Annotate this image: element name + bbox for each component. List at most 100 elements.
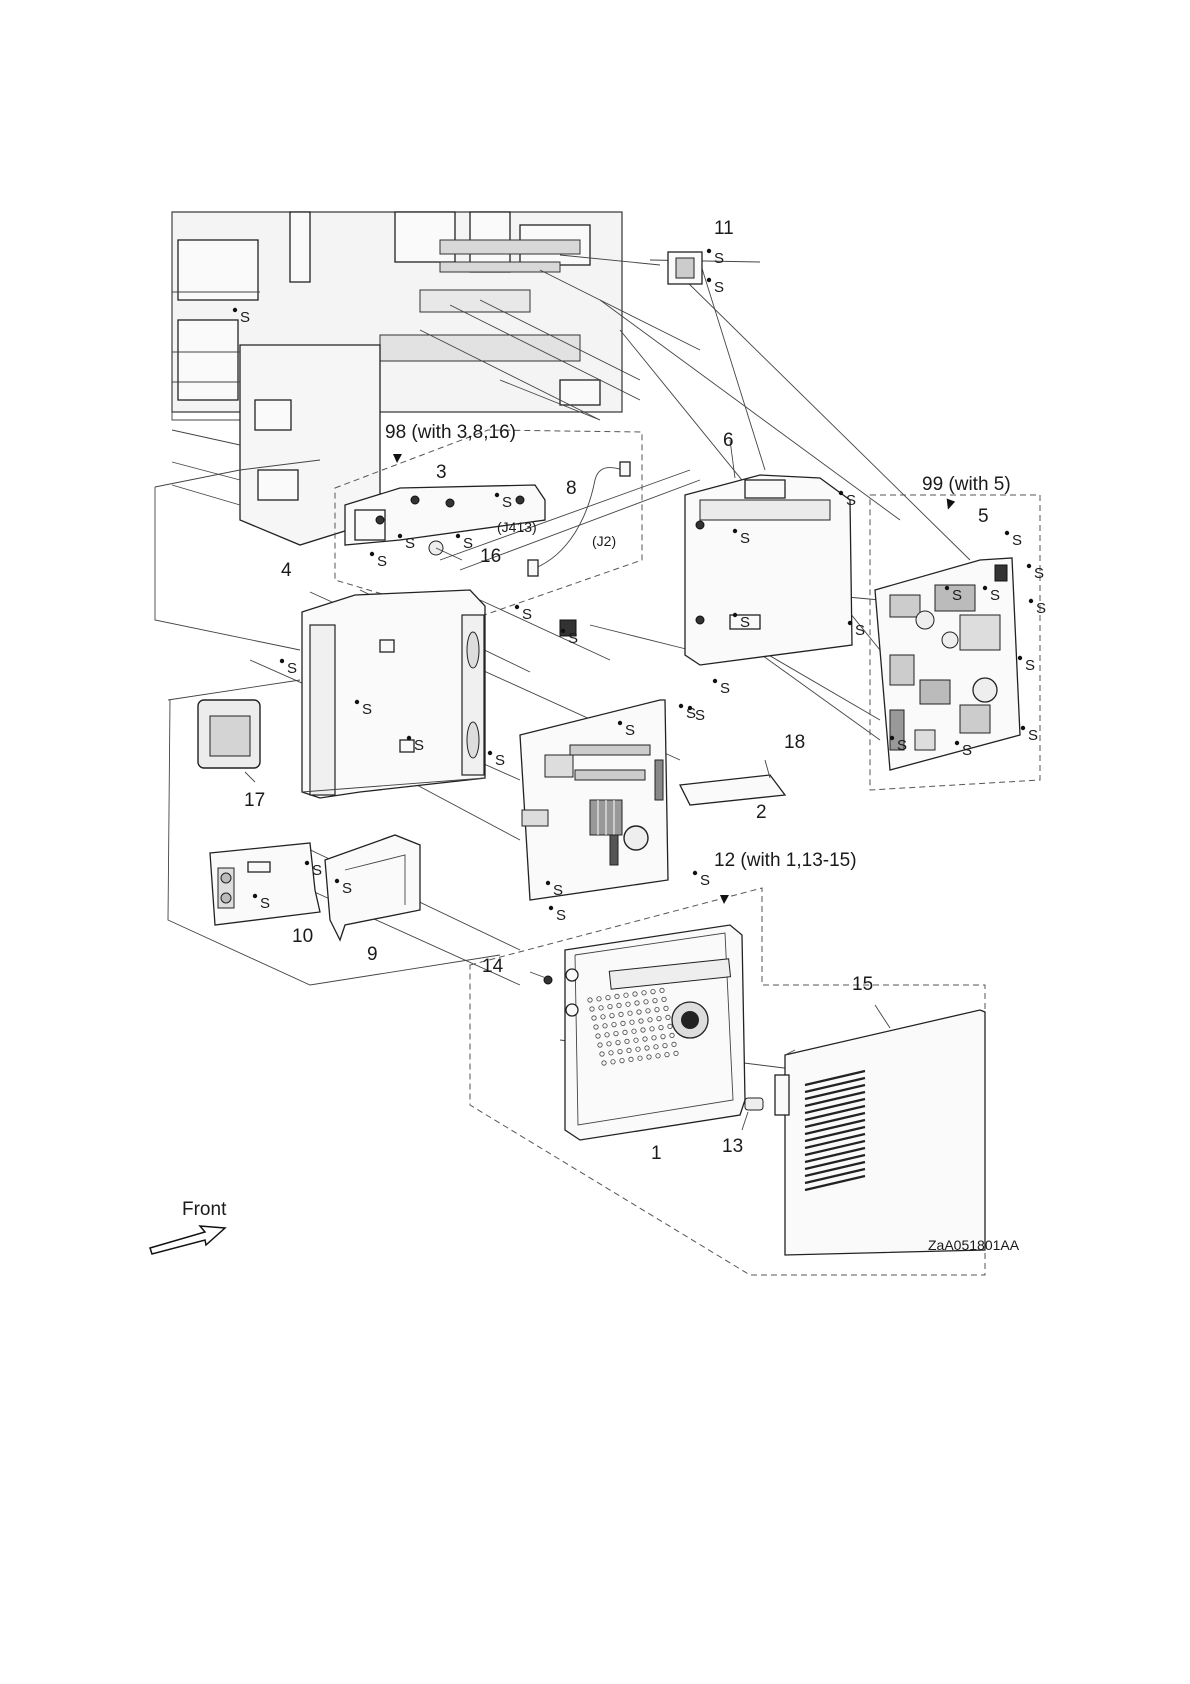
screw-label: S [405,535,415,552]
screw-label: S [714,279,724,296]
screw-dot [733,529,737,533]
screw-label: S [962,742,972,759]
screw-dot [488,751,492,755]
screw-label: S [362,701,372,718]
screw-dot [1027,564,1031,568]
screw-dot [1021,726,1025,730]
screw-label: S [463,535,473,552]
group-label-98: 98 (with 3,8,16) [385,422,516,443]
screw-dot [1005,531,1009,535]
group-label-12: 12 (with 1,13-15) [714,850,857,871]
part-10-board [210,843,320,925]
callout-5: 5 [978,506,989,527]
connector-j413: (J413) [497,519,537,535]
callout-6: 6 [723,430,734,451]
screw-dot [549,906,553,910]
screw-dot [495,493,499,497]
part-13-pin [742,1098,763,1130]
part-2-board [520,700,668,900]
screw-dot [983,586,987,590]
screw-dot [839,491,843,495]
callout-14: 14 [482,956,504,977]
callout-13: 13 [722,1136,743,1157]
part-11-switch [668,252,702,284]
part-14-screw [530,972,552,984]
callout-9: 9 [367,944,378,965]
callout-17: 17 [244,790,265,811]
screw-dot [1029,599,1033,603]
screw-label: S [287,660,297,677]
screw-dot [398,534,402,538]
screw-label: S [625,722,635,739]
screw-label: S [556,907,566,924]
screw-dot [515,605,519,609]
screw-dot [1018,656,1022,660]
screw-label: S [495,752,505,769]
connector-j2: (J2) [592,533,616,549]
screw-label: S [1012,532,1022,549]
part-15-cover [775,1005,985,1255]
screw-label: S [1036,600,1046,617]
screw-dot [546,881,550,885]
screw-label: S [720,680,730,697]
screw-dot [280,659,284,663]
screw-dot [890,736,894,740]
callout-16: 16 [480,546,501,567]
callout-1: 1 [651,1143,662,1164]
part-18-sheet [680,760,785,805]
screw-label: S [414,737,424,754]
callout-2: 2 [756,802,767,823]
callout-11: 11 [714,218,734,239]
screw-dot [733,613,737,617]
screw-label: S [700,872,710,889]
screw-label: S [855,622,865,639]
screw-label: S [342,880,352,897]
screw-dot [561,629,565,633]
screw-label: S [1025,657,1035,674]
screw-label: S [740,530,750,547]
callout-15: 15 [852,974,873,995]
screw-label: S [714,250,724,267]
screw-dot [707,278,711,282]
screw-dot [335,879,339,883]
screw-dot [945,586,949,590]
screw-label: S [990,587,1000,604]
screw-dot [848,621,852,625]
screw-label: S [1028,727,1038,744]
screw-label: S [377,553,387,570]
screw-label: S [260,895,270,912]
screw-label: S [952,587,962,604]
screw-label: S [240,309,250,326]
screw-dot [693,871,697,875]
screw-dot [955,741,959,745]
screw-label: S [312,862,322,879]
screw-dot [618,721,622,725]
front-arrow-icon [150,1226,225,1254]
screw-dot [370,552,374,556]
callout-3: 3 [436,462,447,483]
screw-dot [688,706,692,710]
drawing-code: ZaA051801AA [928,1237,1020,1253]
screw-label: S [695,707,705,724]
callout-8: 8 [566,478,577,499]
screw-dot [407,736,411,740]
screw-dot [713,679,717,683]
callout-10: 10 [292,926,313,947]
part-6-frame [685,440,852,665]
callout-18: 18 [784,732,805,753]
callout-4: 4 [281,560,292,581]
screw-label: S [502,494,512,511]
screw-dot [233,308,237,312]
part-9-bracket [325,835,420,940]
group-label-99: 99 (with 5) [922,474,1011,495]
screw-dot [679,704,683,708]
screw-dot [253,894,257,898]
part-17-module [198,700,260,782]
screw-label: S [522,606,532,623]
part-1-shield [565,925,745,1140]
screw-label: S [1034,565,1044,582]
screw-label: S [568,630,578,647]
screw-dot [707,249,711,253]
front-label: Front [182,1199,227,1220]
